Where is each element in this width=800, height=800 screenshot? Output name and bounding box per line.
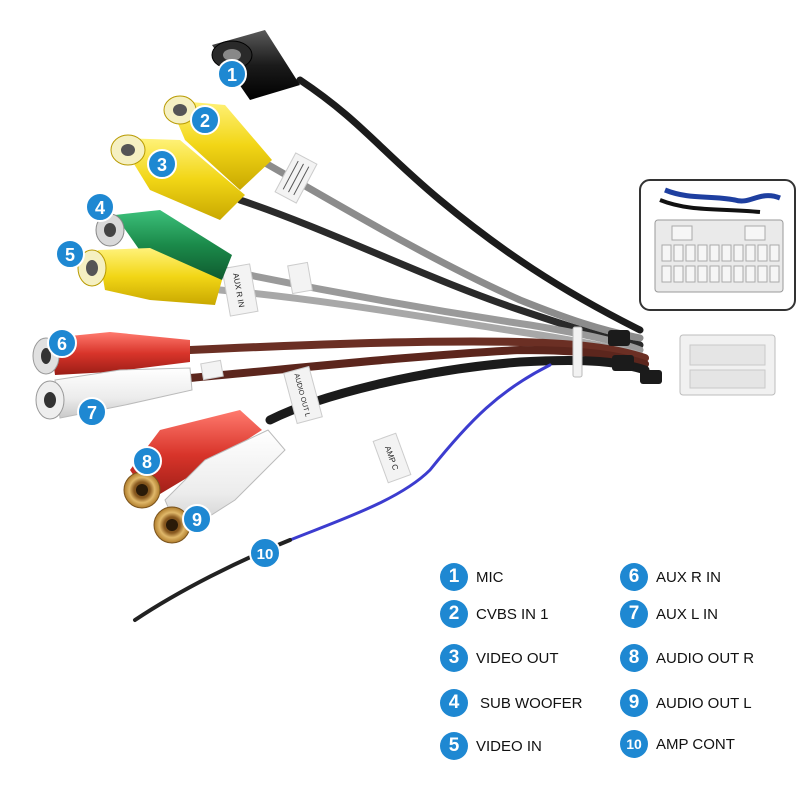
badge-1-num: 1 [227,65,237,85]
connector-audio-out-r [123,410,262,509]
legend-label: VIDEO OUT [476,649,559,667]
legend-item-video-out: 3 VIDEO OUT [440,643,559,673]
wire-tags: AUX R IN AUDIO OUT L AMP C [200,152,412,484]
badge-7: 7 [77,397,107,427]
legend-num: 4 [440,689,468,717]
legend-num: 7 [620,600,648,628]
legend-label: AUX R IN [656,568,722,586]
legend-item-cvbs-in: 2 CVBS IN 1 [440,599,549,629]
badge-9: 9 [182,504,212,534]
badge-6-num: 6 [57,334,67,354]
legend-item-video-in: 5 VIDEO IN [440,731,542,761]
legend-label: AMP CONT [656,735,735,753]
legend-label: SUB WOOFER [480,694,583,712]
wire-audio-out [265,355,650,425]
tag-sub [287,261,313,295]
wire-mic [296,76,644,334]
badge-4-num: 4 [95,198,105,218]
tag-video [274,152,318,204]
diagram-badges: 1 2 3 4 5 6 7 8 9 10 [47,59,281,569]
wire-bundle [133,76,662,622]
connector-video-in [77,248,222,305]
badge-10: 10 [249,537,281,569]
wire-amp-cont [288,363,552,542]
harness-plug [679,334,776,396]
wire-cvbs-in [256,156,644,342]
connector-sub-woofer [95,210,232,280]
badge-2-num: 2 [200,111,210,131]
legend-num: 8 [620,644,648,672]
heat-shrink-a [608,330,630,346]
legend-label: VIDEO IN [476,737,542,755]
legend-item-sub-woofer: 4 SUB WOOFER [440,688,583,718]
legend-num: 6 [620,563,648,591]
legend-num: 5 [440,732,468,760]
badge-4: 4 [85,192,115,222]
badge-2: 2 [190,105,220,135]
legend-num: 2 [440,600,468,628]
legend-item-audio-out-l: 9 AUDIO OUT L [620,688,752,718]
badge-6: 6 [47,328,77,358]
badge-1: 1 [217,59,247,89]
inset-plug-pins [661,244,780,283]
legend-label: CVBS IN 1 [476,605,549,623]
heat-shrink-c [640,370,662,384]
legend-label: AUDIO OUT R [656,649,755,667]
legend-label: AUX L IN [656,605,718,623]
legend-item-aux-r-in: 6 AUX R IN [620,562,721,592]
tag-amp: AMP C [372,432,412,484]
legend-num: 10 [620,730,648,758]
legend-num: 9 [620,689,648,717]
tag-aux: AUX R IN [221,263,259,317]
heat-shrink-b [612,355,634,371]
wire-aux-r [186,337,649,362]
legend-item-aux-l-in: 7 AUX L IN [620,599,718,629]
legend-num: 3 [440,644,468,672]
badge-7-num: 7 [87,403,97,423]
badge-9-num: 9 [192,510,202,530]
tag-aux-l [200,359,224,381]
badge-5-num: 5 [65,245,75,265]
connector-mic [211,30,300,100]
cable-tie [572,326,583,378]
wire-aux-l [186,345,649,382]
legend-item-audio-out-r: 8 AUDIO OUT R [620,643,754,673]
inset-plug-detail [639,179,796,311]
legend-item-mic: 1 MIC [440,562,504,592]
badge-3: 3 [147,149,177,179]
badge-8-num: 8 [142,452,152,472]
badge-10-num: 10 [257,546,274,563]
badge-8: 8 [132,446,162,476]
connector-aux-l-in [35,367,193,420]
badge-5: 5 [55,239,85,269]
tag-audio-out: AUDIO OUT L [283,365,323,425]
legend-num: 1 [440,563,468,591]
legend-label: MIC [476,568,504,586]
legend-item-amp-cont: 10 AMP CONT [620,729,735,759]
badge-3-num: 3 [157,155,167,175]
legend-label: AUDIO OUT L [656,694,752,712]
